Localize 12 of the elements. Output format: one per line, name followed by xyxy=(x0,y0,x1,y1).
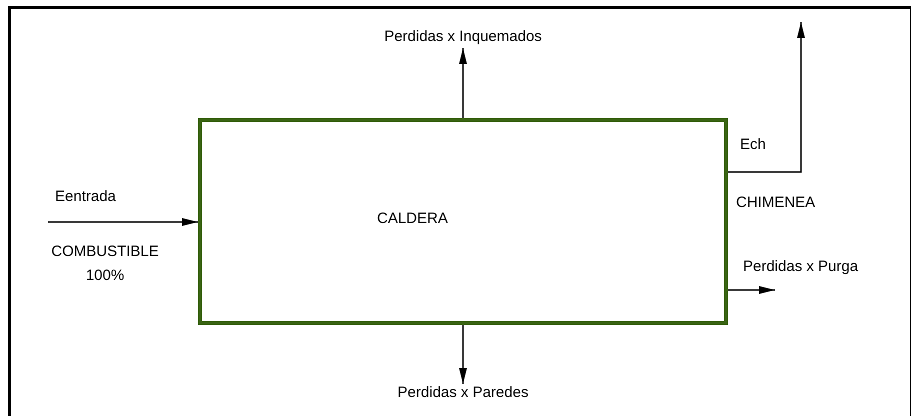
arrow xyxy=(459,325,467,384)
arrow xyxy=(48,218,198,226)
label: COMBUSTIBLE 100% xyxy=(50,242,160,286)
box-title: CALDERA xyxy=(377,210,448,228)
arrow xyxy=(728,22,805,173)
edge-label: Perdidas x Purga xyxy=(743,258,858,276)
arrow xyxy=(728,286,775,294)
label: CHIMENEA xyxy=(736,194,816,212)
arrow xyxy=(459,48,467,118)
output-label: Perdidas x Inquemados xyxy=(373,28,553,48)
output-label: Perdidas x Paredes xyxy=(373,384,553,404)
process-box xyxy=(198,118,728,325)
